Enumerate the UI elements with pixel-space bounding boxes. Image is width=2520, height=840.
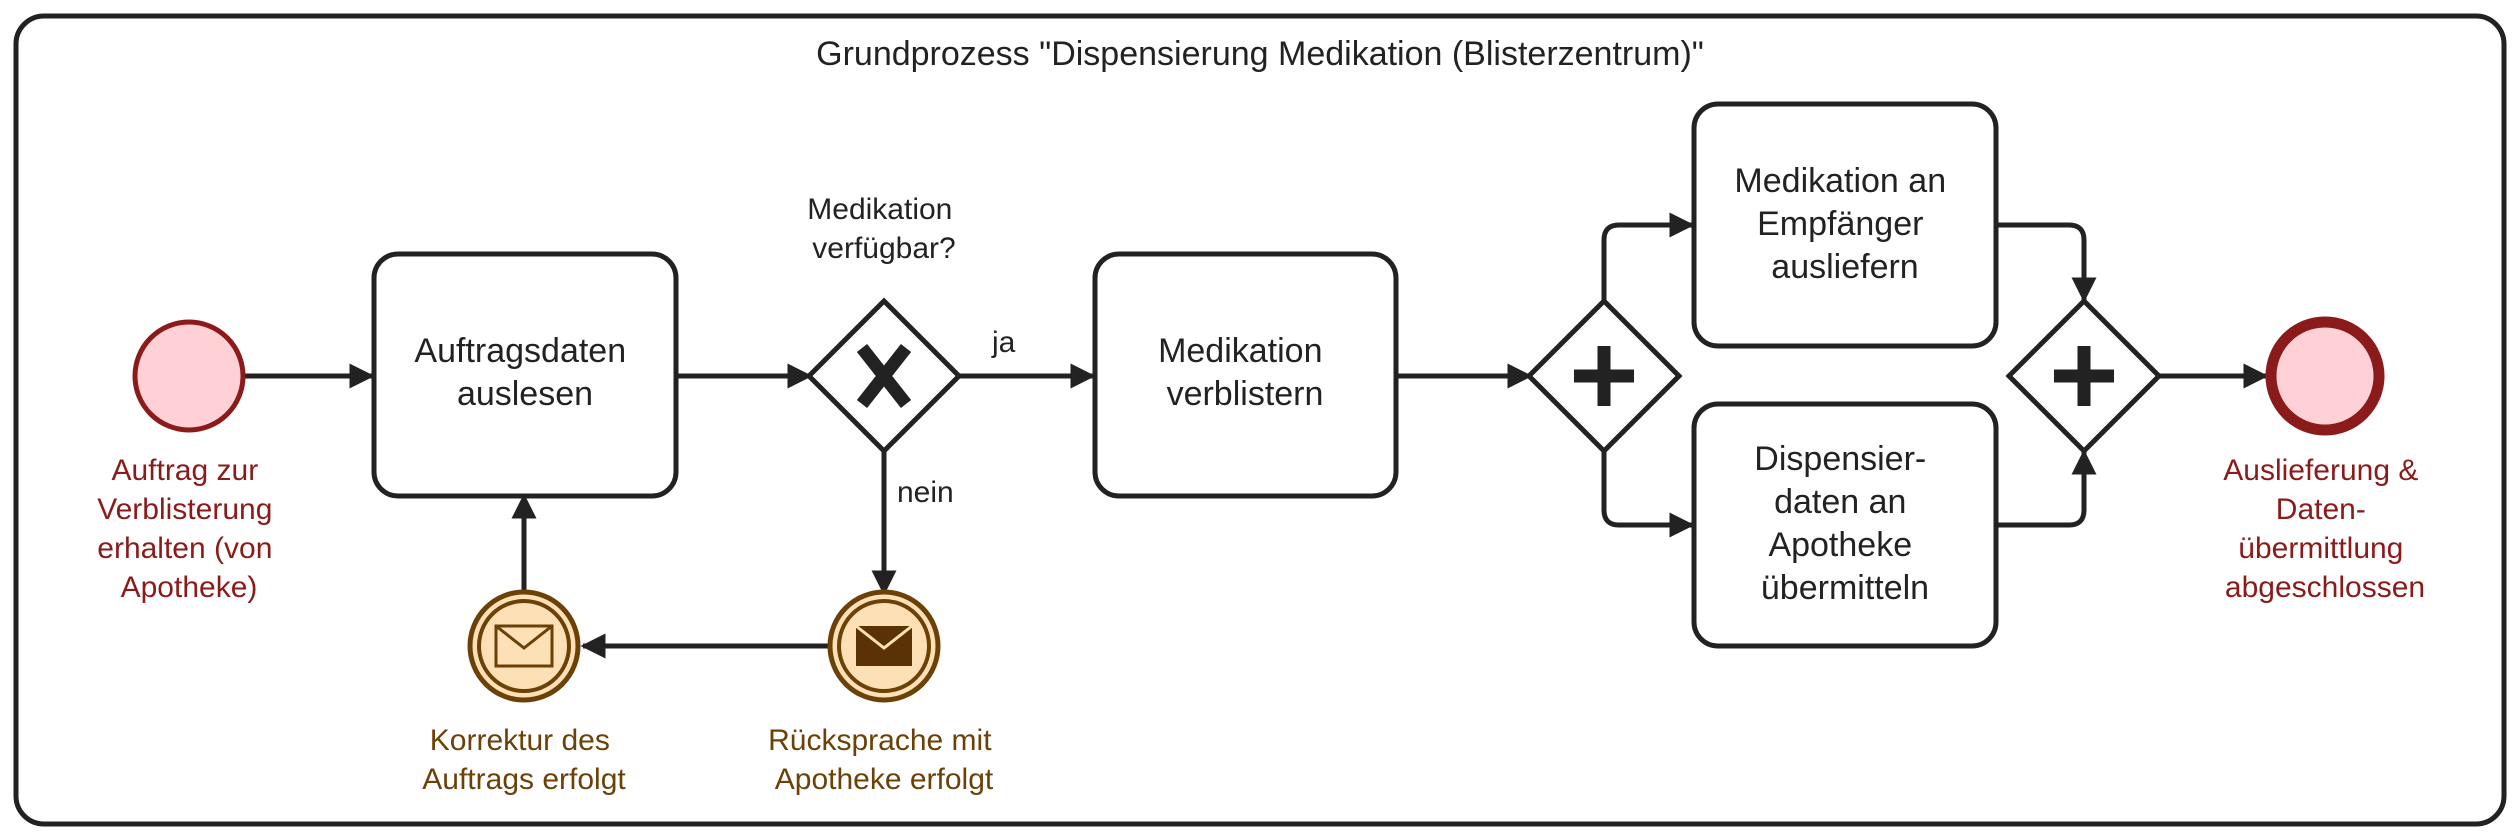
intermediate-event-ruecksprache[interactable] [827,589,941,703]
flow-split-to-ausliefern [1601,212,1695,302]
envelope-outline-icon [494,624,554,668]
flow-label-no: nein [897,476,954,509]
task-dispensierdaten-uebermitteln[interactable]: Dispensier- daten an Apotheke übermittel… [1691,401,1999,649]
task-auftragsdaten-auslesen[interactable]: Auftragsdaten auslesen [371,251,679,499]
parallel-join-gateway[interactable] [2005,297,2163,455]
svg-text:Medikation verblistern: Medikation verblistern [1158,332,1332,413]
envelope-filled-icon [855,624,913,666]
task-medikation-ausliefern[interactable]: Medikation an Empfänger ausliefern [1691,101,1999,349]
intermediate-event-korrektur-label: Korrektur des Auftrags erfolgt [422,724,626,796]
xor-gateway[interactable] [805,297,963,455]
sequence-flows [245,212,2269,659]
svg-text:Auftragsdaten auslesen: Auftragsdaten auslesen [414,332,635,413]
xor-gateway-question: Medikation verfügbar? [807,193,960,265]
end-event[interactable] [2265,316,2385,436]
start-event[interactable] [132,319,246,433]
intermediate-event-ruecksprache-label: Rücksprache mit Apotheke erfolgt [768,724,1000,796]
flow-split-to-dispensierdaten [1601,450,1695,538]
flow-label-yes: ja [991,326,1016,359]
flow-dispensierdaten-to-join [1996,449,2097,528]
svg-text:Medikation an Empfänger: Medikation an Empfänger ausliefern [1734,162,1955,286]
parallel-split-gateway[interactable] [1525,297,1683,455]
start-event-label: Auftrag zur Verblisterung erhalten (von … [97,454,280,604]
task-medikation-verblistern[interactable]: Medikation verblistern [1092,251,1399,499]
svg-text:Dispensier- daten an: Dispensier- daten an Apotheke übermittel… [1754,440,1935,607]
flow-ausliefern-to-join [1996,222,2097,303]
pool-title: Grundprozess "Dispensierung Medikation (… [816,35,1704,73]
intermediate-event-korrektur[interactable] [467,589,581,703]
end-event-label: Auslieferung & Daten- übermittlung abges… [2223,454,2426,604]
